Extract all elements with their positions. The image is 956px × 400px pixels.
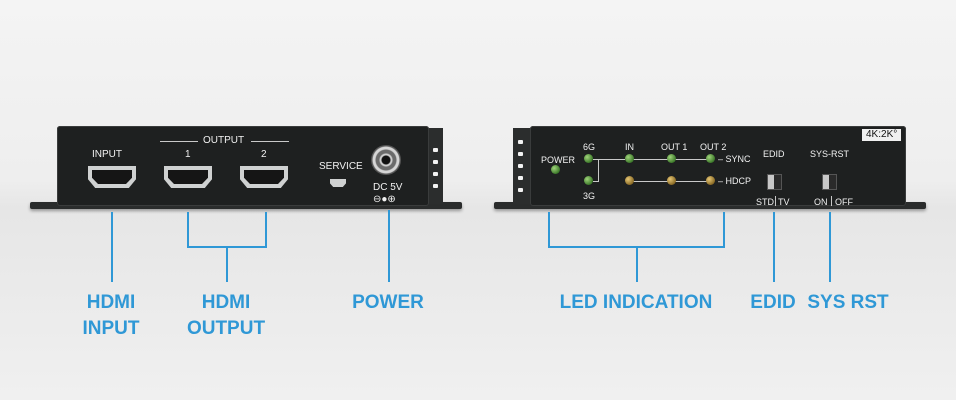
right-side-vent bbox=[518, 140, 523, 144]
output-2-label: 2 bbox=[261, 149, 267, 160]
resolution-badge: 4K:2K° bbox=[862, 129, 902, 141]
edid-switch-label: EDID bbox=[763, 149, 785, 159]
hdcp-label: – HDCP bbox=[718, 176, 752, 186]
led-pointer-left bbox=[548, 212, 550, 248]
sys-rst-callout: SYS RST bbox=[807, 292, 889, 313]
out-1-label: OUT 1 bbox=[661, 142, 688, 152]
right-side-vent bbox=[518, 176, 523, 180]
out2-sync-led bbox=[706, 154, 715, 163]
hdmi-output-pointer-right bbox=[265, 212, 267, 248]
sys-rst-switch-knob bbox=[823, 175, 829, 189]
service-label: SERVICE bbox=[319, 161, 363, 172]
6g-label: 6G bbox=[583, 142, 596, 152]
left-side-vent bbox=[433, 148, 438, 152]
right-device-panel bbox=[530, 126, 906, 206]
polarity-symbol: ⊖●⊕ bbox=[373, 194, 396, 205]
left-side-vent bbox=[433, 160, 438, 164]
led-pointer-right bbox=[723, 212, 725, 248]
edid-callout: EDID bbox=[750, 292, 796, 313]
output-group-line-right bbox=[251, 141, 289, 142]
sys-rst-switch-label: SYS-RST bbox=[810, 149, 850, 159]
in-label: IN bbox=[625, 142, 634, 152]
input-port-label: INPUT bbox=[92, 149, 122, 160]
signal-bracket-line bbox=[598, 159, 599, 181]
led-indication-callout: LED INDICATION bbox=[559, 292, 713, 313]
edid-pointer bbox=[773, 212, 775, 282]
output-1-label: 1 bbox=[185, 149, 191, 160]
signal-bracket-bottom bbox=[593, 181, 599, 182]
signal-bracket-top bbox=[593, 159, 599, 160]
edid-switch-knob bbox=[768, 175, 774, 189]
sys-rst-on-label: ON bbox=[814, 197, 828, 207]
power-pointer bbox=[388, 210, 390, 282]
in-hdcp-led bbox=[625, 176, 634, 185]
3g-label: 3G bbox=[583, 191, 596, 201]
signal-bracket-link bbox=[598, 159, 625, 160]
out-2-label: OUT 2 bbox=[700, 142, 727, 152]
hdmi-input-callout: HDMI INPUT bbox=[82, 292, 140, 339]
output-group-label: OUTPUT bbox=[203, 135, 245, 146]
edid-std-label: STD bbox=[756, 197, 774, 207]
left-side-vent bbox=[433, 184, 438, 188]
right-side-vent bbox=[518, 188, 523, 192]
hdmi-input-pointer bbox=[111, 212, 113, 282]
dc-voltage-label: DC 5V bbox=[373, 182, 403, 193]
sys-rst-pointer bbox=[829, 212, 831, 282]
power-led bbox=[551, 165, 560, 174]
right-side-vent bbox=[518, 164, 523, 168]
right-side-vent bbox=[518, 152, 523, 156]
hdmi-output-pointer-stem bbox=[226, 246, 228, 282]
edid-tv-label: TV bbox=[778, 197, 790, 207]
led-pointer-stem bbox=[636, 246, 638, 282]
hdmi-input-port bbox=[88, 166, 136, 188]
sync-label: – SYNC bbox=[718, 154, 751, 164]
left-device-side bbox=[429, 128, 443, 204]
3g-led bbox=[584, 176, 593, 185]
sys-rst-switch[interactable] bbox=[822, 174, 837, 190]
out1-hdcp-led bbox=[667, 176, 676, 185]
power-led-label: POWER bbox=[541, 155, 576, 165]
dc-power-jack bbox=[371, 145, 401, 175]
6g-led bbox=[584, 154, 593, 163]
hdmi-output-2-port bbox=[240, 166, 288, 188]
edid-switch[interactable] bbox=[767, 174, 782, 190]
hdmi-output-callout: HDMI OUTPUT bbox=[186, 292, 266, 339]
left-side-vent bbox=[433, 172, 438, 176]
service-usb-port bbox=[330, 179, 346, 187]
edid-divider bbox=[775, 196, 776, 206]
sys-rst-divider bbox=[831, 196, 832, 206]
in-sync-led bbox=[625, 154, 634, 163]
out2-hdcp-led bbox=[706, 176, 715, 185]
sys-rst-off-label: OFF bbox=[835, 197, 853, 207]
hdmi-output-1-port bbox=[164, 166, 212, 188]
power-callout: POWER bbox=[352, 292, 424, 313]
hdmi-output-pointer-left bbox=[187, 212, 189, 248]
out1-sync-led bbox=[667, 154, 676, 163]
output-group-line-left bbox=[160, 141, 198, 142]
